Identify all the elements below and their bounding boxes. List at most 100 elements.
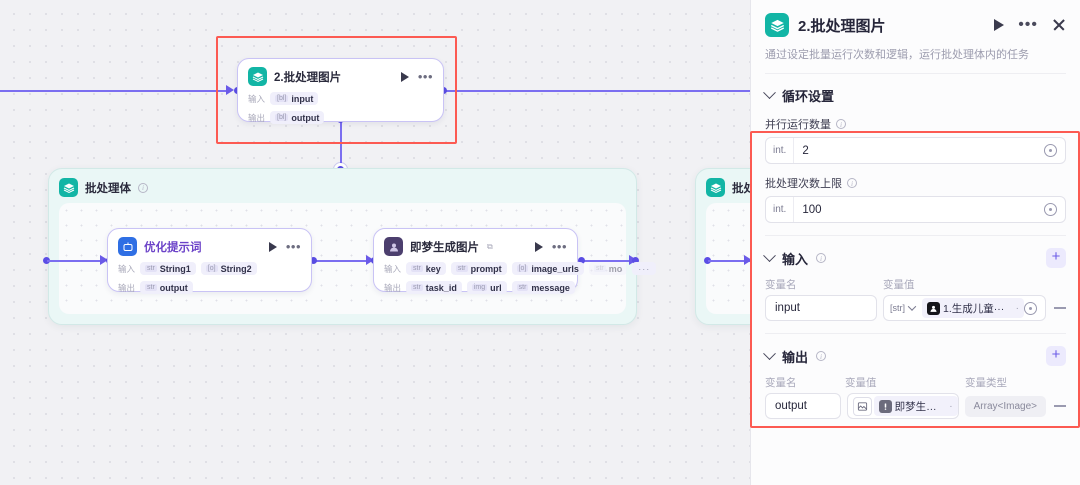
container-header: 批处理体 i bbox=[59, 178, 626, 197]
stepper-icon[interactable] bbox=[1044, 144, 1057, 157]
port-type: str bbox=[455, 265, 468, 272]
max-batches-input[interactable]: int. 100 bbox=[765, 196, 1066, 223]
chevron-down-icon[interactable] bbox=[763, 86, 776, 100]
node-optimize-prompt[interactable]: 优化提示词 ••• 输入 str String1 [o] String2 输出 … bbox=[107, 228, 312, 294]
ellipsis-icon[interactable]: ••• bbox=[285, 238, 301, 254]
info-icon[interactable]: i bbox=[138, 182, 148, 193]
divider bbox=[765, 235, 1066, 236]
reference-chip[interactable]: 即梦生成··· · bbox=[873, 396, 958, 416]
port-type: [o] bbox=[516, 265, 529, 272]
col-variable-type: 变量类型 bbox=[965, 377, 1007, 389]
close-icon[interactable] bbox=[1052, 18, 1066, 32]
ellipsis-icon[interactable]: ••• bbox=[417, 68, 433, 84]
port-name: url bbox=[490, 282, 502, 293]
play-icon[interactable] bbox=[994, 19, 1005, 31]
col-variable-value: 变量值 bbox=[883, 279, 915, 291]
port-type: str bbox=[593, 265, 606, 272]
stepper-icon[interactable] bbox=[1044, 203, 1057, 216]
node-outputs-row: 输出 str task_id img url str message bbox=[384, 281, 575, 294]
col-variable-name: 变量名 bbox=[765, 279, 797, 291]
reference-chip[interactable]: 1.生成儿童··· · bbox=[922, 298, 1024, 318]
output-variable-name[interactable]: output bbox=[765, 393, 841, 419]
port-name: mo bbox=[608, 263, 623, 274]
container-title: 批处理 bbox=[732, 182, 750, 195]
edge-arrow-in bbox=[226, 85, 234, 95]
node-inputs-row: 输入 str String1 [o] String2 bbox=[118, 262, 301, 275]
input-label: 输入 bbox=[384, 263, 402, 274]
input-value[interactable]: 100 bbox=[802, 203, 822, 216]
port-tag: str message bbox=[511, 281, 575, 294]
play-icon[interactable] bbox=[534, 241, 543, 252]
workflow-canvas[interactable]: 2.批处理图片 ••• 输入 [bl] input 输出 [bl] output bbox=[0, 0, 750, 485]
port-tag: [bl] input bbox=[270, 92, 319, 105]
port-tag: [bl] output bbox=[270, 111, 325, 124]
section-input[interactable]: 输入 i + bbox=[751, 236, 1080, 268]
container-title: 批处理体 bbox=[85, 182, 131, 195]
image-icon[interactable] bbox=[852, 396, 872, 416]
port-tag: str prompt bbox=[450, 262, 507, 275]
output-label: 输出 bbox=[118, 282, 136, 293]
node-jimeng-generate-image[interactable]: 即梦生成图片 ⧉ ••• 输入 str key str prompt [o] i… bbox=[373, 228, 657, 294]
add-input-button[interactable]: + bbox=[1046, 248, 1066, 268]
port-overflow[interactable]: ··· bbox=[632, 262, 657, 275]
robot-icon bbox=[118, 237, 137, 256]
inner-port-start[interactable] bbox=[43, 257, 50, 264]
play-icon[interactable] bbox=[400, 71, 409, 82]
chevron-down-icon[interactable] bbox=[907, 302, 917, 311]
node-outputs-row: 输出 str output bbox=[118, 281, 301, 294]
chevron-down-icon[interactable] bbox=[763, 346, 776, 360]
node-detail-panel[interactable]: 2.批处理图片 ••• 通过设定批量运行次数和逻辑，运行批处理体内的任务 循环设… bbox=[750, 0, 1080, 485]
container-canvas[interactable] bbox=[706, 203, 750, 314]
field-label-max-batches: 批处理次数上限 i bbox=[751, 164, 1080, 196]
port-type: str bbox=[411, 284, 423, 291]
inner-port-end[interactable] bbox=[632, 257, 639, 264]
section-loop-settings[interactable]: 循环设置 bbox=[751, 74, 1080, 105]
chevron-down-icon[interactable] bbox=[763, 248, 776, 262]
inner2-port-start[interactable] bbox=[704, 257, 711, 264]
inner-port-end-out[interactable] bbox=[578, 257, 585, 264]
node-batch-image[interactable]: 2.批处理图片 ••• 输入 [bl] input 输出 [bl] output bbox=[237, 58, 444, 124]
warning-icon bbox=[878, 399, 892, 413]
info-icon[interactable]: i bbox=[836, 119, 846, 129]
edge-down bbox=[340, 119, 342, 169]
container-header: 批处理 bbox=[706, 178, 750, 197]
input-label: 输入 bbox=[248, 93, 266, 104]
input-variable-name[interactable]: input bbox=[765, 295, 877, 321]
parallel-count-input[interactable]: int. 2 bbox=[765, 137, 1066, 164]
output-variable-type[interactable]: Array<Image> bbox=[964, 395, 1046, 417]
input-variable-value[interactable]: [str] 1.生成儿童··· · bbox=[883, 295, 1046, 321]
edge-right-out bbox=[443, 90, 750, 92]
node-inputs-row: 输入 [bl] input bbox=[248, 92, 433, 105]
port-name: String1 bbox=[159, 263, 191, 274]
remove-output-row-button[interactable] bbox=[1054, 405, 1066, 407]
label-text: 批处理次数上限 bbox=[765, 178, 842, 190]
port-name: output bbox=[159, 282, 188, 293]
panel-header: 2.批处理图片 ••• 通过设定批量运行次数和逻辑，运行批处理体内的任务 bbox=[751, 0, 1080, 74]
remove-input-row-button[interactable] bbox=[1054, 307, 1066, 309]
input-row: input [str] 1.生成儿童··· · bbox=[751, 295, 1080, 321]
port-name: prompt bbox=[470, 263, 502, 274]
field-label-parallel-count: 并行运行数量 i bbox=[751, 105, 1080, 137]
section-output[interactable]: 输出 i + bbox=[751, 334, 1080, 366]
reference-dot: · bbox=[1015, 302, 1019, 314]
container-batch-body-2[interactable]: 批处理 bbox=[695, 168, 750, 325]
inner-arrow-2 bbox=[366, 255, 374, 265]
input-type-prefix: int. bbox=[766, 138, 795, 163]
value-type: [str] bbox=[890, 303, 905, 313]
stepper-icon[interactable] bbox=[1024, 301, 1037, 315]
port-tag: [o] image_urls bbox=[511, 262, 584, 275]
input-value[interactable]: 2 bbox=[802, 144, 809, 157]
info-icon[interactable]: i bbox=[847, 178, 857, 188]
inner-port-mid-out[interactable] bbox=[310, 257, 317, 264]
play-icon[interactable] bbox=[268, 241, 277, 252]
info-icon[interactable]: i bbox=[816, 351, 827, 361]
ellipsis-icon[interactable]: ••• bbox=[1018, 16, 1038, 33]
node-title: 优化提示词 bbox=[144, 241, 202, 254]
add-output-button[interactable]: + bbox=[1046, 346, 1066, 366]
output-variable-value[interactable]: 即梦生成··· · bbox=[846, 393, 959, 419]
reference-dot: · bbox=[949, 400, 953, 412]
edge-left-in bbox=[0, 90, 228, 92]
ellipsis-icon[interactable]: ••• bbox=[551, 238, 567, 254]
info-icon[interactable]: i bbox=[816, 253, 827, 263]
node-title: 即梦生成图片 bbox=[410, 241, 479, 254]
